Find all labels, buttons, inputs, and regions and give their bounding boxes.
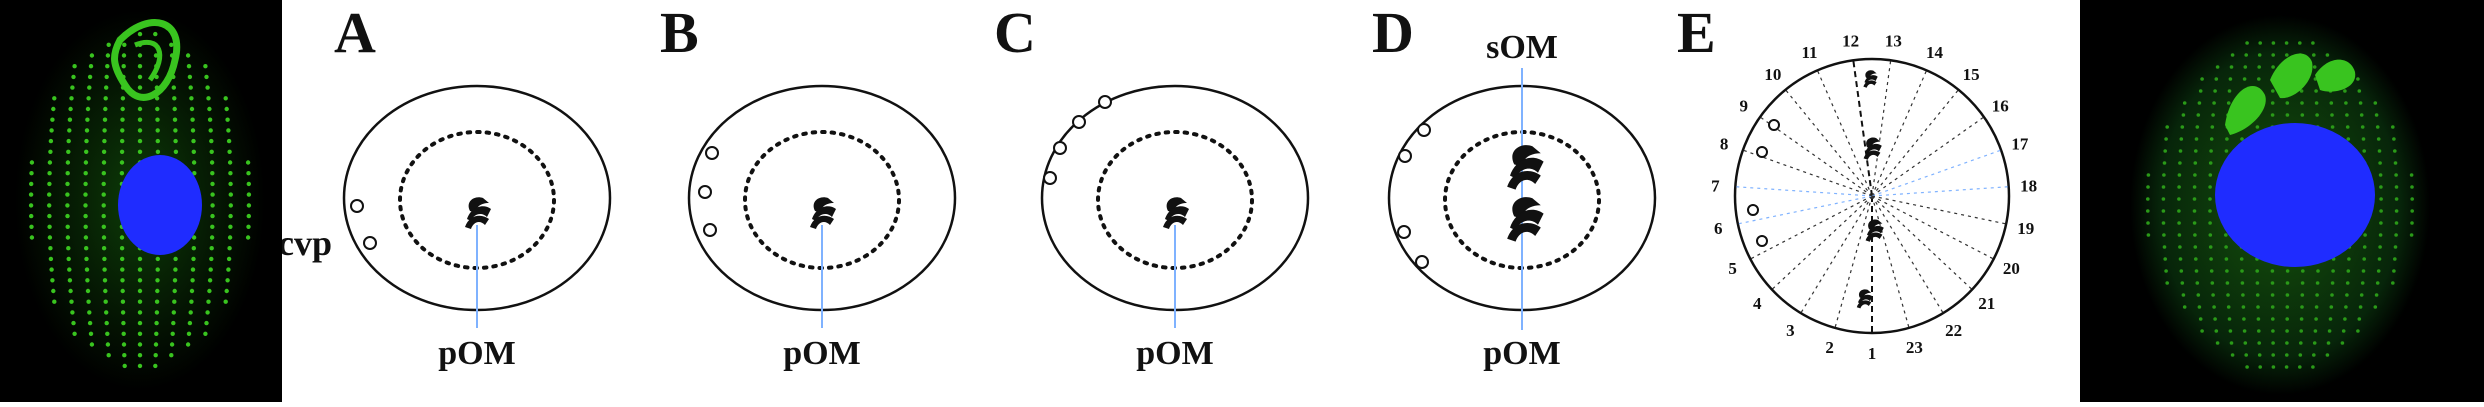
- meridian-number: 2: [1825, 338, 1834, 357]
- meridian-line: [1759, 116, 1873, 197]
- contractile-vacuole-pore: [703, 223, 717, 237]
- contractile-vacuole-pore: [1415, 255, 1429, 269]
- som-label: sOM: [1486, 29, 1558, 66]
- oral-apparatus-icon: [1163, 197, 1189, 229]
- oral-apparatus-icon: [1507, 197, 1544, 242]
- meridian-number: 16: [1992, 97, 2009, 116]
- meridian-number: 7: [1711, 176, 1720, 195]
- panel-b: B pOM: [660, 0, 957, 372]
- contractile-vacuole-pore: [1747, 204, 1759, 216]
- meridian-line: [1750, 195, 1873, 260]
- meridian-number: 1: [1868, 344, 1877, 363]
- oral-apparatus-icon: [1863, 137, 1882, 160]
- panel-letter: A: [334, 0, 376, 65]
- contractile-vacuole-pore: [1398, 149, 1412, 163]
- meridian-number: 19: [2017, 219, 2034, 238]
- meridian-line: [1871, 195, 1973, 290]
- cell-micrograph-right-image: [2130, 15, 2430, 395]
- meridian-number: 20: [2003, 259, 2020, 278]
- meridian-line: [1834, 195, 1873, 329]
- meridian-line: [1871, 195, 1944, 314]
- meridian-number: 17: [2011, 134, 2029, 153]
- meridian-number: 21: [1978, 294, 1995, 313]
- meridian-number: 9: [1739, 97, 1748, 116]
- meridian-number: 3: [1786, 321, 1795, 340]
- oral-apparatus-icon: [810, 197, 836, 229]
- diagram-panels: A cvp pOM B pOM C: [282, 0, 2037, 372]
- panel-c: C pOM: [994, 0, 1310, 372]
- meridian-number: 12: [1842, 32, 1859, 51]
- meridian-number: 18: [2020, 176, 2037, 195]
- meridian-line: [1852, 60, 1873, 197]
- pom-label: pOM: [1483, 335, 1560, 372]
- meridian-line: [1816, 70, 1873, 197]
- contractile-vacuole-pore: [1397, 225, 1411, 239]
- panel-letter: E: [1677, 0, 1716, 65]
- meridian-number: 8: [1720, 134, 1729, 153]
- meridian-line: [1871, 116, 1985, 197]
- meridian-number: 14: [1926, 43, 1944, 62]
- meridian-line: [1871, 89, 1959, 197]
- contractile-vacuole-pore: [350, 199, 364, 213]
- pom-label: pOM: [1136, 335, 1213, 372]
- meridian-lines: [1735, 60, 2009, 333]
- meridian-number: 13: [1885, 32, 1902, 51]
- meridian-line: [1771, 195, 1873, 290]
- meridian-number: 10: [1764, 65, 1781, 84]
- meridian-line: [1871, 149, 2002, 197]
- panel-a: A cvp pOM: [282, 0, 612, 372]
- meridian-line: [1737, 195, 1873, 225]
- meridian-number: 6: [1714, 219, 1723, 238]
- contractile-vacuole-pore: [363, 236, 377, 250]
- meridian-line: [1871, 195, 1994, 260]
- contractile-vacuole-pore: [1756, 235, 1768, 247]
- cvp-label: cvp: [282, 223, 332, 263]
- meridian-number: 23: [1906, 338, 1923, 357]
- meridian-number: 11: [1801, 43, 1817, 62]
- oral-apparatus-icon: [1863, 70, 1878, 88]
- contractile-vacuole-pore: [698, 185, 712, 199]
- meridian-line: [1871, 60, 1892, 197]
- panel-d: D sOM pOM: [1372, 0, 1657, 372]
- meridian-line: [1785, 89, 1873, 197]
- contractile-vacuole-pore: [1043, 171, 1057, 185]
- contractile-vacuole-pore: [705, 146, 719, 160]
- meridian-line: [1742, 149, 1873, 197]
- cell-micrograph-left-image: [15, 10, 265, 390]
- panel-letter: C: [994, 0, 1036, 65]
- contractile-vacuole-pore: [1098, 95, 1112, 109]
- contractile-vacuole-pore: [1417, 123, 1431, 137]
- meridian-number: 15: [1963, 65, 1980, 84]
- meridian-line: [1871, 195, 2007, 225]
- contractile-vacuole-pore: [1072, 115, 1086, 129]
- meridian-number: 22: [1945, 321, 1962, 340]
- meridian-line: [1871, 195, 1910, 329]
- meridian-line: [1735, 186, 1873, 197]
- contractile-vacuole-pore: [1756, 146, 1768, 158]
- oral-apparatus-icon: [1865, 219, 1884, 242]
- cell-micrograph-right: [2080, 0, 2484, 402]
- cell-micrograph-left: [0, 0, 282, 402]
- meridian-line: [1871, 186, 2009, 197]
- meridian-number: 4: [1753, 294, 1762, 313]
- panel-letter: B: [660, 0, 699, 65]
- contractile-vacuole-pore: [1768, 119, 1780, 131]
- oral-apparatus-icon: [1856, 289, 1873, 309]
- contractile-vacuole-pore: [1053, 141, 1067, 155]
- meridian-line: [1871, 70, 1928, 197]
- pom-label: pOM: [783, 335, 860, 372]
- meridian-line: [1800, 195, 1873, 314]
- oral-apparatus-icon: [1507, 145, 1544, 190]
- oral-apparatus-icon: [465, 197, 491, 229]
- panel-letter: D: [1372, 0, 1414, 65]
- pom-label: pOM: [438, 335, 515, 372]
- meridian-number: 5: [1728, 259, 1737, 278]
